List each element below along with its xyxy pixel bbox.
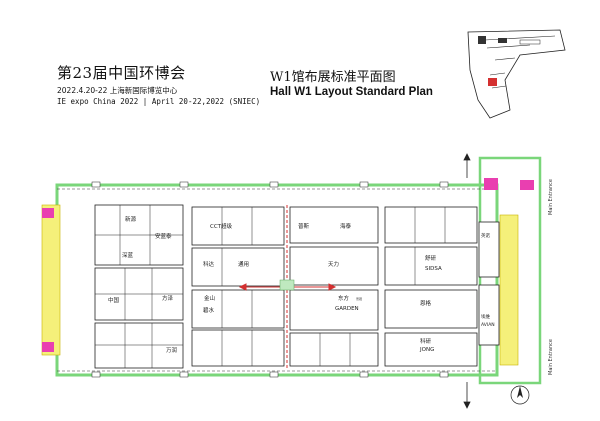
north-compass-icon bbox=[510, 385, 530, 405]
booth-label: CCT超级 bbox=[210, 222, 233, 230]
booth-label: 中国 bbox=[108, 296, 120, 304]
site-minimap bbox=[467, 29, 566, 119]
booth-label: 方泽 bbox=[162, 294, 174, 302]
booth-label: 天力 bbox=[328, 260, 339, 268]
door-markers bbox=[91, 181, 449, 378]
booth-labels: 新源 安蓝泰 深蓝 CCT超级 科达 通用 方泽 金山 碧水 普斯 海泰 天力 … bbox=[108, 215, 495, 354]
restroom-icon bbox=[42, 342, 54, 352]
booth-label: 通用 bbox=[238, 260, 249, 268]
booth-label: GARDEN bbox=[335, 306, 359, 312]
booth-label: AVIAN bbox=[481, 322, 495, 328]
plan-title-en: Hall W1 Layout Standard Plan bbox=[270, 86, 433, 98]
booth-label: 埃维 bbox=[481, 313, 490, 320]
booth-label: SIDSA bbox=[425, 266, 442, 272]
restroom-icon bbox=[520, 180, 534, 190]
booth-label: 英诺 bbox=[481, 232, 490, 239]
booth-dividers bbox=[95, 205, 446, 368]
plan-title-cn: W1馆布展标准平面图 bbox=[270, 70, 396, 85]
booth-label: 万润 bbox=[166, 346, 178, 354]
booth-label: 科研 bbox=[420, 337, 432, 345]
booth-label: 舒研 bbox=[425, 254, 437, 262]
booth-label: 安蓝泰 bbox=[155, 232, 172, 240]
booth-label: 深蓝 bbox=[122, 251, 134, 259]
restroom-icon bbox=[42, 208, 54, 218]
booth-label: 东方 bbox=[338, 294, 350, 302]
service-area-east bbox=[499, 214, 519, 366]
page-title: 第23届中国环博会 bbox=[57, 64, 186, 82]
booth-label: 新源 bbox=[125, 215, 137, 223]
main-entrance-label-top: Main Entrance bbox=[548, 179, 554, 215]
main-entrance-label-bottom: Main Entrance bbox=[548, 339, 554, 375]
booth-label: 金山 bbox=[204, 294, 215, 302]
booth-label: 景观 bbox=[356, 296, 362, 301]
booth-label: 碧水 bbox=[203, 306, 215, 314]
info-desk bbox=[279, 279, 295, 291]
booth-label: 海泰 bbox=[340, 222, 352, 230]
event-english-info: IE expo China 2022 | April 20-22,2022 (S… bbox=[57, 97, 261, 106]
event-date: 2022.4.20-22 上海新国际博览中心 bbox=[57, 86, 178, 95]
booth-label: 恩格 bbox=[420, 299, 432, 307]
restroom-icon bbox=[484, 178, 498, 190]
booth-label: JONG bbox=[419, 347, 434, 353]
current-hall-marker bbox=[488, 78, 497, 86]
service-area-west bbox=[41, 204, 61, 356]
booth-label: 普斯 bbox=[298, 222, 310, 230]
booth-label: 科达 bbox=[203, 260, 215, 268]
entrance-arrows bbox=[463, 153, 471, 409]
